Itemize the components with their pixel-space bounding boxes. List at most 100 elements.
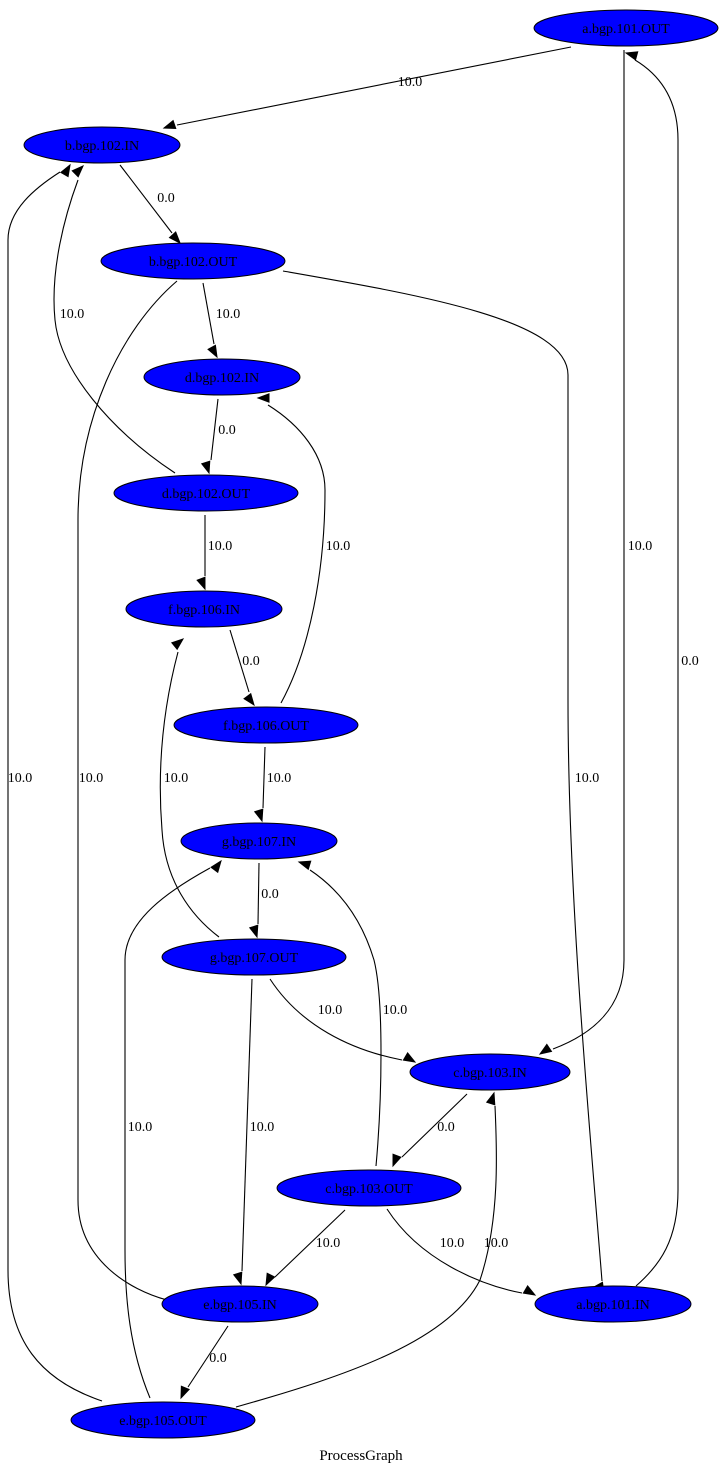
edge-arrowhead: [297, 860, 312, 871]
node-ellipse: [23, 126, 181, 164]
node-label: c.bgp.103.OUT: [325, 1182, 413, 1197]
node-ellipse: [143, 358, 301, 396]
node-ellipse: [113, 474, 299, 512]
edge-line: [257, 862, 260, 925]
edge-f-in-to-f-out: 0.0: [229, 629, 260, 707]
edge-line: [187, 1325, 229, 1388]
edge-weight-label: 10.0: [164, 771, 189, 786]
edge-arrowhead: [538, 1043, 553, 1055]
edge-line: [401, 1093, 468, 1158]
node-ellipse: [161, 1285, 319, 1323]
edge-line: [386, 1208, 523, 1294]
edge-b-out-to-a-in: 10.0: [282, 270, 605, 1296]
node-ellipse: [173, 706, 359, 744]
edge-line: [229, 629, 250, 693]
node-ellipse: [180, 822, 338, 860]
node-label: f.bgp.106.IN: [168, 603, 240, 618]
node-label: g.bgp.107.OUT: [210, 951, 299, 966]
edge-f-out-to-d-in: 10.0: [256, 393, 351, 704]
edge-a-out-to-c-in: 10.0: [538, 50, 652, 1055]
edge-e-out-to-b-in: 10.0: [7, 163, 103, 1402]
edge-d-in-to-d-out: 0.0: [200, 398, 236, 475]
node-f-out: f.bgp.106.OUT: [173, 706, 359, 744]
edge-e-out-to-g-in: 10.0: [124, 859, 222, 1399]
node-ellipse: [533, 9, 719, 47]
node-ellipse: [534, 1285, 692, 1323]
edge-weight-label: 10.0: [267, 771, 292, 786]
edge-line: [267, 404, 326, 704]
edge-weight-label: 10.0: [216, 307, 241, 322]
edge-line: [235, 1105, 497, 1408]
edge-arrowhead: [253, 808, 264, 823]
edge-line: [274, 1209, 346, 1278]
node-label: c.bgp.103.IN: [453, 1066, 527, 1081]
edge-line: [282, 270, 603, 1282]
edge-b-out-to-d-in: 10.0: [202, 282, 241, 359]
edge-weight-label: 0.0: [218, 423, 236, 438]
edge-arrowhead: [624, 51, 639, 61]
edge-b-out-to-e-in: 10.0: [77, 280, 182, 1306]
edge-line: [269, 978, 403, 1061]
edge-line: [262, 746, 266, 809]
edge-line: [77, 280, 178, 1301]
edge-line: [124, 867, 211, 1399]
node-label: b.bgp.102.IN: [65, 139, 139, 154]
edge-arrowhead: [522, 1284, 537, 1296]
node-label: a.bgp.101.OUT: [582, 22, 670, 37]
node-ellipse: [276, 1169, 462, 1207]
edge-weight-label: 10.0: [398, 75, 423, 90]
edge-weight-label: 0.0: [261, 887, 279, 902]
edge-weight-label: 0.0: [157, 191, 175, 206]
edge-c-out-to-a-in: 10.0: [386, 1208, 537, 1296]
edge-a-out-to-b-in: 10.0: [162, 46, 572, 130]
node-ellipse: [100, 242, 286, 280]
node-b-out: b.bgp.102.OUT: [100, 242, 286, 280]
node-ellipse: [409, 1053, 571, 1091]
edge-weight-label: 10.0: [383, 1003, 408, 1018]
nodes-layer: a.bgp.101.OUT b.bgp.102.IN b.bgp.102.OUT d.…: [23, 9, 719, 1439]
edge-c-out-to-g-in: 10.0: [297, 860, 408, 1167]
edge-d-out-to-f-in: 10.0: [196, 515, 233, 591]
edge-c-in-to-c-out: 0.0: [392, 1093, 468, 1168]
edge-line: [7, 171, 103, 1402]
edge-weight-label: 10.0: [128, 1120, 153, 1135]
edge-weight-label: 10.0: [208, 539, 233, 554]
edge-weight-label: 0.0: [209, 1351, 227, 1366]
edge-line: [241, 978, 253, 1272]
graph-title: ProcessGraph: [319, 1448, 403, 1464]
edge-arrowhead: [168, 231, 181, 245]
edge-arrowhead: [170, 638, 185, 651]
edge-d-out-to-b-in: 10.0: [53, 165, 176, 474]
edge-arrowhead: [248, 924, 259, 939]
node-ellipse: [161, 938, 347, 976]
node-d-in: d.bgp.102.IN: [143, 358, 301, 396]
node-e-out: e.bgp.105.OUT: [70, 1401, 256, 1439]
edge-arrowhead: [485, 1091, 496, 1106]
edge-weight-label: 10.0: [326, 539, 351, 554]
edge-line: [634, 59, 679, 1287]
node-label: e.bgp.105.IN: [203, 1298, 277, 1313]
edge-line: [202, 282, 215, 345]
edge-arrowhead: [243, 692, 255, 707]
node-label: a.bgp.101.IN: [576, 1298, 650, 1313]
node-a-in: a.bgp.101.IN: [534, 1285, 692, 1323]
node-g-out: g.bgp.107.OUT: [161, 938, 347, 976]
edge-line: [119, 164, 173, 234]
edge-g-out-to-e-in: 10.0: [232, 978, 274, 1286]
edge-weight-label: 10.0: [60, 307, 85, 322]
edge-g-out-to-c-in: 10.0: [269, 978, 417, 1063]
edge-weight-label: 10.0: [79, 771, 104, 786]
edge-g-in-to-g-out: 0.0: [248, 862, 279, 939]
edge-line: [210, 398, 219, 461]
edge-c-out-to-e-in: 10.0: [265, 1209, 346, 1287]
node-d-out: d.bgp.102.OUT: [113, 474, 299, 512]
edge-weight-label: 10.0: [8, 771, 33, 786]
node-c-out: c.bgp.103.OUT: [276, 1169, 462, 1207]
edge-arrowhead: [59, 163, 71, 178]
edge-arrowhead: [71, 165, 84, 178]
edge-arrowhead: [402, 1051, 417, 1063]
edge-weight-label: 0.0: [681, 654, 699, 669]
node-a-out: a.bgp.101.OUT: [533, 9, 719, 47]
node-label: f.bgp.106.OUT: [223, 719, 309, 734]
